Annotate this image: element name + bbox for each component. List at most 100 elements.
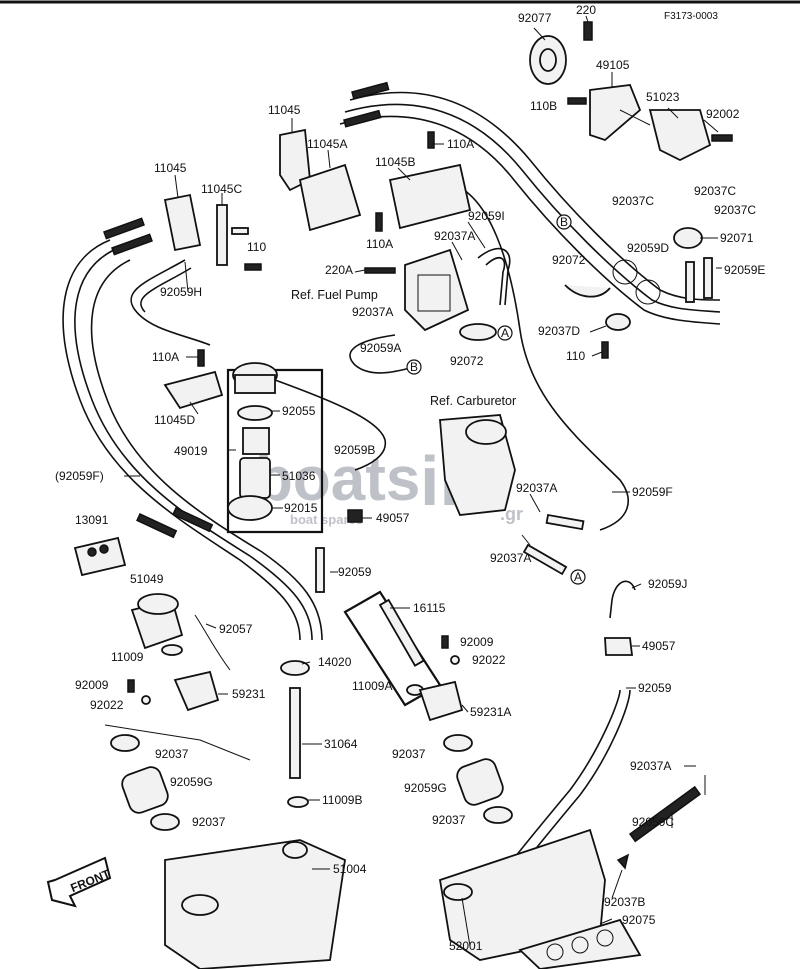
hose-92059f-left-2 bbox=[74, 247, 313, 641]
label-11045d: 11045D bbox=[154, 413, 195, 427]
label-ref-fuel-pump: Ref. Fuel Pump bbox=[291, 288, 378, 302]
part-92002-bolt bbox=[711, 134, 733, 142]
lead-92057 bbox=[205, 623, 217, 629]
label-220a: 220A bbox=[325, 263, 353, 277]
label-51023: 51023 bbox=[646, 90, 680, 104]
label-49019: 49019 bbox=[174, 444, 208, 458]
part-92037-clamp-a bbox=[110, 734, 140, 752]
callout-circle-a-2 bbox=[570, 569, 586, 585]
hose-92059f-left-3 bbox=[90, 259, 323, 641]
part-tube-near-carb-b bbox=[522, 543, 568, 576]
label-92071: 92071 bbox=[720, 231, 754, 245]
lead-92002 bbox=[703, 119, 719, 133]
label-ref-carburetor: Ref. Carburetor bbox=[430, 394, 516, 408]
label-92022-b: 92022 bbox=[90, 698, 124, 712]
watermark-tagline: boat spares bbox=[290, 512, 363, 527]
hose-end-clip-1 bbox=[103, 217, 145, 240]
label-92055: 92055 bbox=[282, 404, 316, 418]
label-11045-top: 11045 bbox=[268, 103, 301, 117]
lead-92077 bbox=[533, 27, 546, 41]
lead-92037a-carb bbox=[529, 493, 541, 513]
part-11045b-plate bbox=[388, 163, 472, 230]
part-31064-gauge bbox=[289, 687, 301, 779]
label-11045-left: 11045 bbox=[154, 161, 187, 175]
part-11045a-plate bbox=[298, 163, 362, 232]
part-filter-element bbox=[242, 427, 270, 455]
callout-circle-b-2 bbox=[556, 214, 572, 230]
part-110a-bolt-c bbox=[197, 349, 205, 367]
part-11045-clamp-top bbox=[279, 128, 311, 192]
lead-59231a bbox=[461, 704, 469, 713]
part-220a-screw bbox=[364, 267, 396, 274]
leader-lines bbox=[124, 15, 722, 947]
part-92037-clamp-c bbox=[443, 734, 473, 752]
hose-92059i bbox=[477, 247, 511, 306]
part-92055-ring bbox=[237, 405, 273, 421]
label-51036: 51036 bbox=[282, 469, 316, 483]
hose-end-clip-4 bbox=[172, 507, 214, 533]
label-92037-a: 92037 bbox=[155, 747, 189, 761]
part-tube-near-carb-a bbox=[545, 513, 585, 531]
lead-92037a-mid bbox=[521, 534, 531, 546]
parts bbox=[73, 21, 733, 969]
label-92002: 92002 bbox=[706, 107, 740, 121]
diagram-code: F3173-0003 bbox=[664, 11, 718, 22]
label-92059b: 92059B bbox=[334, 443, 375, 457]
part-220-screw bbox=[583, 21, 593, 41]
part-92037d-clamp bbox=[605, 313, 631, 331]
part-92037-clamp-d bbox=[483, 806, 513, 824]
part-110b-bolt bbox=[567, 97, 587, 105]
label-92015: 92015 bbox=[284, 501, 318, 515]
label-92059g-a: 92059G bbox=[170, 775, 213, 789]
part-49057-valve-b bbox=[604, 637, 634, 656]
callout-a-2: A bbox=[574, 570, 582, 584]
label-92059i: 92059I bbox=[468, 209, 505, 223]
part-92009-screw-a bbox=[127, 679, 135, 693]
hose-top-clip-1 bbox=[351, 81, 390, 100]
callouts: A A B B bbox=[406, 214, 586, 585]
callout-b-2: B bbox=[560, 215, 568, 229]
label-92059: 92059 bbox=[338, 565, 372, 579]
label-92037a-right: 92037A bbox=[630, 759, 671, 773]
hose-92059b bbox=[274, 379, 386, 471]
label-92059e: 92059E bbox=[724, 263, 765, 277]
lead-11045b bbox=[397, 167, 411, 181]
part-51036-bowl bbox=[239, 457, 271, 499]
part-110-bolt-a bbox=[244, 263, 262, 271]
label-11045c: 11045C bbox=[201, 182, 242, 196]
part-92072-clamp-b bbox=[564, 284, 611, 298]
part-labels: F3173-0003 92077 220 49105 51023 110B 92… bbox=[55, 3, 765, 953]
part-92009-screw-b bbox=[441, 635, 449, 649]
part-92059e-tube-b bbox=[703, 257, 713, 299]
label-110-right: 110 bbox=[566, 349, 585, 363]
label-49105: 49105 bbox=[596, 58, 630, 72]
lead-220 bbox=[585, 15, 589, 23]
label-92009-a: 92009 bbox=[460, 635, 494, 649]
part-11045-clamp-left bbox=[163, 193, 202, 252]
label-92009-b: 92009 bbox=[75, 678, 109, 692]
part-hose-ring-b bbox=[635, 279, 661, 305]
front-arrow-shape bbox=[46, 856, 112, 908]
hose-92059f-left-1 bbox=[62, 239, 301, 641]
label-92075: 92075 bbox=[622, 913, 656, 927]
watermark-brand-a: boats bbox=[255, 445, 420, 514]
lead-51023 bbox=[667, 107, 679, 119]
lead-lines-left bbox=[104, 724, 251, 761]
part-92059e-tube-a bbox=[685, 261, 695, 303]
label-92037-d: 92037 bbox=[432, 813, 466, 827]
filter-assembly-box bbox=[226, 368, 324, 534]
part-fuel-pump bbox=[404, 248, 470, 332]
label-92059j: 92059J bbox=[648, 577, 687, 591]
part-92071-cap bbox=[673, 227, 703, 249]
label-92072-a: 92072 bbox=[552, 253, 586, 267]
part-92037-clamp-b bbox=[150, 813, 180, 831]
label-92037-b: 92037 bbox=[392, 747, 426, 761]
label-92059f-paren: (92059F) bbox=[55, 469, 104, 483]
part-11009-washer bbox=[161, 644, 183, 656]
part-92072-clamp-a bbox=[459, 323, 497, 341]
label-49057-a: 49057 bbox=[376, 511, 410, 525]
label-92059g-b: 92059G bbox=[404, 781, 447, 795]
part-110a-bolt-b bbox=[427, 131, 435, 149]
label-92037a-top: 92037A bbox=[434, 229, 475, 243]
part-13091-block bbox=[73, 536, 127, 577]
